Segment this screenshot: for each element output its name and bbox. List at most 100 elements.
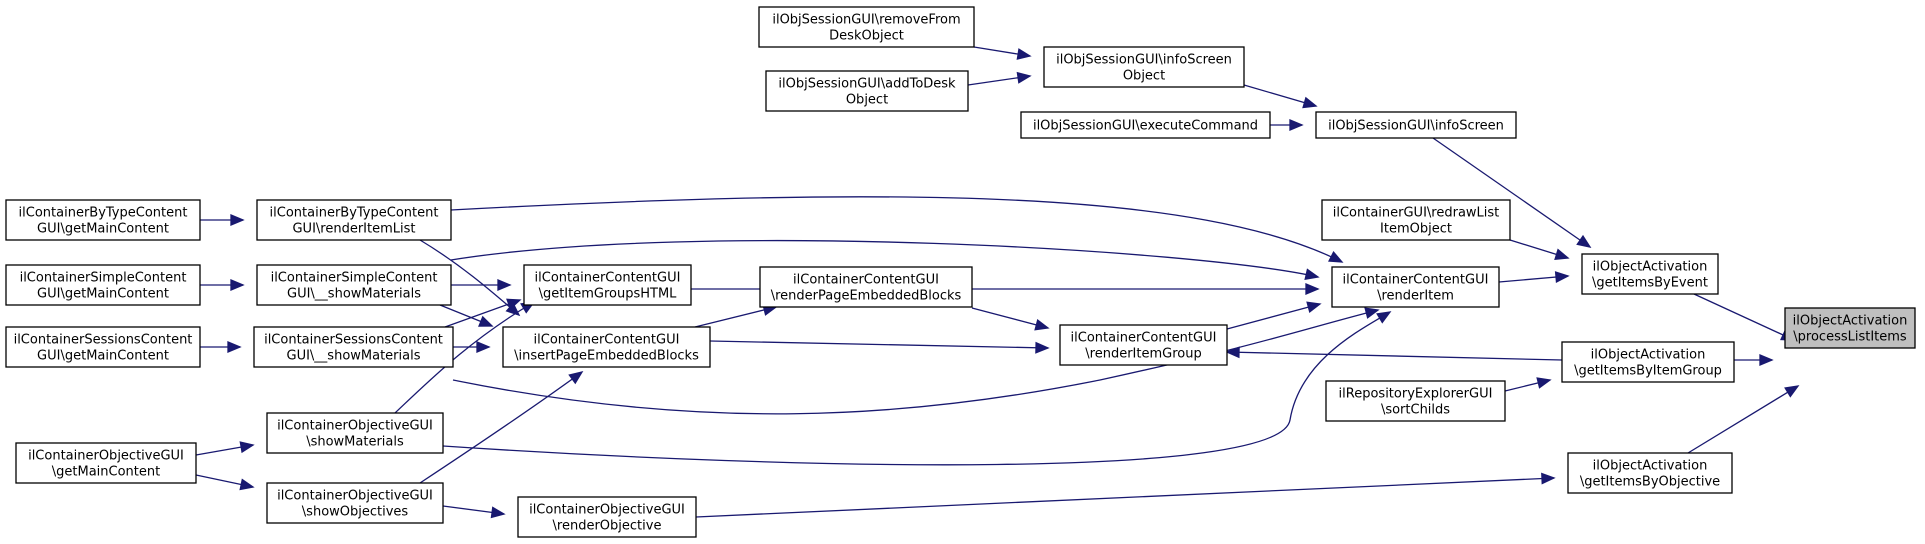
- arrowhead: [1034, 319, 1050, 331]
- node-box: [5, 264, 201, 306]
- arrowhead: [478, 315, 494, 327]
- node-label: ilContainerContentGUI: [1343, 273, 1489, 288]
- node-session-info-screen[interactable]: ilObjSessionGUI\infoScreen: [1315, 111, 1517, 139]
- node-box: [253, 326, 454, 368]
- node-label: ilRepositoryExplorerGUI: [1339, 387, 1493, 402]
- node-bytype-main[interactable]: ilContainerByTypeContentGUI\getMainConte…: [5, 199, 201, 241]
- edge-session_info_screen-to-get_items_by_event: [1432, 137, 1592, 248]
- node-content-render-item[interactable]: ilContainerContentGUI\renderItem: [1331, 266, 1500, 308]
- node-box: [5, 326, 201, 368]
- node-label: \renderPageEmbeddedBlocks: [771, 289, 962, 304]
- edge-line: [450, 239, 1319, 278]
- node-label: ilObjSessionGUI\executeCommand: [1033, 119, 1258, 134]
- node-process-list-items[interactable]: ilObjectActivation\processListItems: [1784, 307, 1916, 349]
- node-label: \sortChilds: [1381, 403, 1450, 418]
- node-simple-main[interactable]: ilContainerSimpleContentGUI\getMainConte…: [5, 264, 201, 306]
- arrowhead: [506, 298, 522, 310]
- arrowhead: [1304, 268, 1320, 281]
- node-label: \showObjectives: [302, 505, 409, 520]
- arrowhead: [1376, 311, 1392, 324]
- node-objective-main[interactable]: ilContainerObjectiveGUI\getMainContent: [15, 442, 197, 484]
- node-label: \getMainContent: [52, 465, 160, 480]
- edge-objective_render-to-get_items_by_objective: [695, 472, 1556, 518]
- edge-sessions_main-to-sessions_show_materials: [200, 341, 242, 353]
- node-label: \renderItemGroup: [1085, 347, 1201, 362]
- edge-session_add_to_desk-to-session_info_screen_object: [967, 71, 1032, 86]
- node-box: [758, 6, 975, 48]
- node-box: [1321, 199, 1511, 241]
- arrowhead: [1554, 248, 1570, 260]
- edge-session_execute_command-to-session_info_screen: [1270, 119, 1304, 131]
- arrowhead: [1536, 377, 1552, 389]
- node-content-render-page-blocks[interactable]: ilContainerContentGUI\renderPageEmbedded…: [759, 266, 973, 308]
- edge-simple_show_materials-to-content_item_groups_html: [451, 279, 512, 291]
- arrowhead: [1035, 341, 1050, 354]
- node-objective-render[interactable]: ilContainerObjectiveGUI\renderObjective: [517, 496, 697, 538]
- arrowhead: [1576, 234, 1592, 248]
- node-box: [256, 199, 452, 241]
- node-get-items-by-objective[interactable]: ilObjectActivation\getItemsByObjective: [1567, 452, 1733, 494]
- node-session-execute-command[interactable]: ilObjSessionGUI\executeCommand: [1020, 111, 1271, 139]
- node-label: ilContainerSimpleContent: [271, 271, 438, 286]
- edge-line: [1687, 385, 1799, 454]
- node-box: [1561, 341, 1735, 383]
- edge-line: [695, 477, 1555, 518]
- node-box: [1567, 452, 1733, 494]
- node-get-items-by-event[interactable]: ilObjectActivation\getItemsByEvent: [1581, 253, 1719, 295]
- node-label: ilContainerObjectiveGUI: [277, 489, 433, 504]
- node-box: [517, 496, 697, 538]
- arrowhead: [230, 279, 245, 291]
- edge-bytype_render_list-to-content_render_item: [450, 196, 1344, 263]
- arrowhead: [490, 506, 506, 519]
- node-label: ilContainerByTypeContent: [270, 206, 439, 221]
- node-label: GUI\__showMaterials: [287, 349, 421, 364]
- node-get-items-by-item-group[interactable]: ilObjectActivation\getItemsByItemGroup: [1561, 341, 1735, 383]
- edge-simple_main-to-simple_show_materials: [200, 279, 245, 291]
- node-label: ilObjSessionGUI\removeFrom: [772, 13, 960, 28]
- edge-get_items_by_item_group-to-process_list_items: [1734, 354, 1774, 366]
- edge-get_items_by_item_group-to-content_render_item_group: [1225, 346, 1563, 361]
- node-box: [266, 482, 444, 524]
- node-sessions-main[interactable]: ilContainerSessionsContentGUI\getMainCon…: [5, 326, 201, 368]
- node-repository-sort-childs[interactable]: ilRepositoryExplorerGUI\sortChilds: [1325, 380, 1506, 422]
- node-label: \renderItem: [1377, 289, 1454, 304]
- edge-line: [444, 299, 521, 328]
- edge-bytype_main-to-bytype_render_list: [200, 214, 245, 226]
- arrowhead: [1541, 472, 1556, 485]
- node-box: [1043, 46, 1245, 88]
- edge-line: [1432, 137, 1591, 248]
- node-box: [759, 266, 973, 308]
- arrowhead: [1328, 250, 1344, 263]
- node-label: ilContainerGUI\redrawList: [1333, 206, 1500, 221]
- edge-content_render_item_group-to-content_render_item: [1226, 301, 1322, 330]
- node-box: [5, 199, 201, 241]
- edge-objective_show_objectives-to-content_insert_page_blocks: [419, 371, 584, 484]
- node-simple-show-materials[interactable]: ilContainerSimpleContentGUI\__showMateri…: [256, 264, 452, 306]
- edge-content_render_item-to-get_items_by_event: [1498, 271, 1570, 284]
- edge-line: [1693, 293, 1795, 341]
- node-objective-show-materials[interactable]: ilContainerObjectiveGUI\showMaterials: [266, 412, 444, 454]
- edge-container_gui_redraw-to-get_items_by_event: [1509, 239, 1570, 260]
- nodes: ilObjectActivation\processListItems ilObj…: [5, 6, 1916, 538]
- edge-repository_sort_childs-to-get_items_by_item_group: [1504, 377, 1552, 392]
- node-label: GUI\getMainContent: [37, 287, 169, 302]
- node-label: ilContainerSessionsContent: [264, 333, 443, 348]
- node-content-render-item-group[interactable]: ilContainerContentGUI\renderItemGroup: [1059, 324, 1228, 366]
- node-content-insert-page-blocks[interactable]: ilContainerContentGUI\insertPageEmbedded…: [502, 326, 711, 368]
- node-label: \getItemsByItemGroup: [1574, 364, 1722, 379]
- node-sessions-show-materials[interactable]: ilContainerSessionsContentGUI\__showMate…: [253, 326, 454, 368]
- node-label: ilContainerByTypeContent: [19, 206, 188, 221]
- edge-line: [694, 306, 777, 328]
- node-content-item-groups-html[interactable]: ilContainerContentGUI\getItemGroupsHTML: [523, 264, 692, 306]
- node-bytype-render-list[interactable]: ilContainerByTypeContentGUI\renderItemLi…: [256, 199, 452, 241]
- node-label: ilContainerObjectiveGUI: [28, 449, 184, 464]
- node-box: [523, 264, 692, 306]
- node-objective-show-objectives[interactable]: ilContainerObjectiveGUI\showObjectives: [266, 482, 444, 524]
- edge-content_render_page_blocks-to-content_render_item_group: [971, 307, 1050, 331]
- node-label: GUI\getMainContent: [37, 349, 169, 364]
- node-label: ilContainerSessionsContent: [14, 333, 193, 348]
